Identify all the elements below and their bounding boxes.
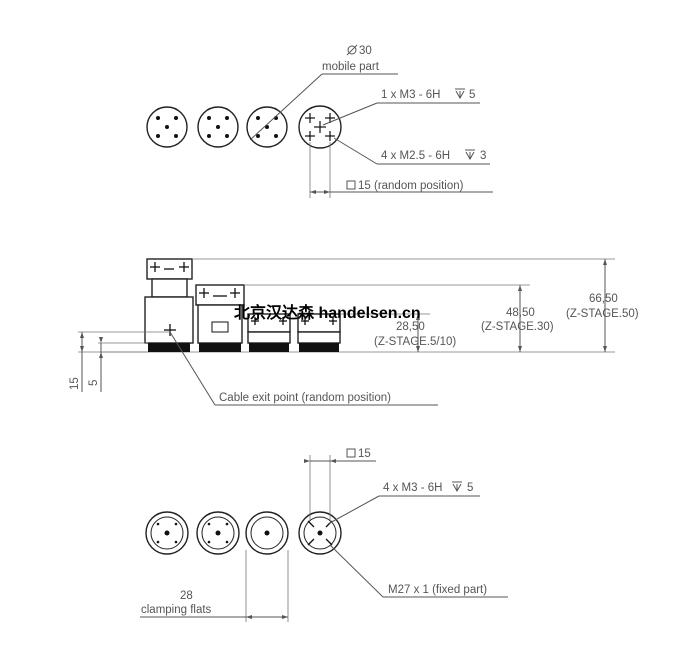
thread-m3-label: 1 x M3 - 6H [381,89,440,101]
square-symbol-icon-bottom [346,448,356,458]
top-circle-2 [197,106,239,148]
side-view: 66,50 (Z-STAGE.50) 48,50 (Z-STAGE.30) 28… [69,258,639,406]
dim-28-label: (Z-STAGE.5/10) [374,336,456,348]
dim-66-label: (Z-STAGE.50) [566,308,639,320]
watermark-text: 北京汉达森 handelsen.cn [234,303,421,322]
bottom-square-label: 15 [358,448,371,460]
bottom-circle-4 [298,511,342,555]
dim-48-label: (Z-STAGE.30) [481,321,554,333]
zstage-50-body [144,258,194,352]
bottom-circle-1 [145,511,189,555]
top-view: 30 mobile part 1 x M3 - 6H 5 4 x M2.5 - … [146,44,493,198]
mobile-part-label: mobile part [322,61,380,73]
zstage-30-body [195,284,245,352]
depth-symbol-icon-2 [465,149,475,161]
thread-m25-label: 4 x M2.5 - 6H [381,150,450,162]
clamping-label: clamping flats [141,604,212,616]
square-label: 15 (random position) [358,180,464,192]
clamping-value: 28 [180,590,193,602]
dim-15: 15 [69,377,81,390]
fixed-part-label: M27 x 1 (fixed part) [388,584,487,596]
bottom-view: 15 4 x M3 - 6H 5 M27 x 1 (fixed part) 28… [140,448,508,622]
bottom-circle-2 [196,511,240,555]
depth-symbol-icon-3 [452,481,462,493]
zstage-10-body [297,313,341,352]
depth-symbol-icon [455,88,465,100]
diameter-value: 30 [359,45,372,57]
bottom-circle-3 [245,511,289,555]
top-circle-3 [246,106,288,148]
bottom-thread-label: 4 x M3 - 6H [383,482,442,494]
dim-66-value: 66,50 [589,293,618,305]
dim-5: 5 [88,380,100,386]
zstage-5-body [247,313,291,352]
dim-48-value: 48,50 [506,307,535,319]
top-circle-4 [298,105,342,149]
thread-m3-depth: 5 [469,89,475,101]
square-symbol-icon [346,180,356,190]
diameter-symbol-icon [346,44,358,56]
dim-28-value: 28,50 [396,321,425,333]
top-circle-1 [146,106,188,148]
cable-exit-label: Cable exit point (random position) [219,392,391,404]
thread-m25-depth: 3 [480,150,486,162]
bottom-thread-depth: 5 [467,482,473,494]
